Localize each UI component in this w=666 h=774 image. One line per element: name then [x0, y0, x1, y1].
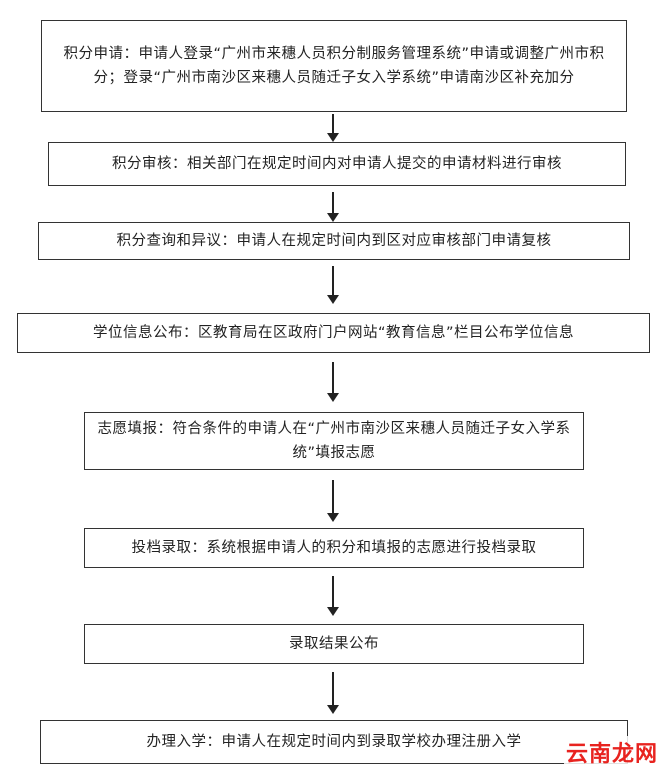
- flow-arrow-1: [327, 114, 339, 142]
- step-box-admission: 投档录取：系统根据申请人的积分和填报的志愿进行投档录取: [84, 528, 584, 568]
- step-text-query: 积分查询和异议：申请人在规定时间内到区对应审核部门申请复核: [116, 233, 552, 249]
- flow-arrow-3: [327, 266, 339, 304]
- step-box-publish: 学位信息公布：区教育局在区政府门户网站“教育信息”栏目公布学位信息: [17, 313, 650, 353]
- step-text-preference: 志愿填报：符合条件的申请人在“广州市南沙区来穗人员随迁子女入学系统”填报志愿: [97, 421, 571, 461]
- step-text-review: 积分审核：相关部门在规定时间内对申请人提交的申请材料进行审核: [112, 156, 562, 172]
- step-box-result: 录取结果公布: [84, 624, 584, 664]
- step-text-admission: 投档录取：系统根据申请人的积分和填报的志愿进行投档录取: [131, 540, 537, 556]
- flow-arrow-6: [327, 576, 339, 616]
- flow-arrow-7: [327, 672, 339, 714]
- step-box-review: 积分审核：相关部门在规定时间内对申请人提交的申请材料进行审核: [48, 142, 626, 186]
- step-box-preference: 志愿填报：符合条件的申请人在“广州市南沙区来穗人员随迁子女入学系统”填报志愿: [84, 412, 584, 470]
- step-text-apply: 积分申请：申请人登录“广州市来穗人员积分制服务管理系统”申请或调整广州市积分；登…: [63, 46, 605, 86]
- flow-arrow-2: [327, 192, 339, 222]
- step-text-result: 录取结果公布: [289, 636, 379, 652]
- watermark-logo: 云南龙网: [563, 736, 660, 768]
- step-text-publish: 学位信息公布：区教育局在区政府门户网站“教育信息”栏目公布学位信息: [92, 325, 575, 341]
- step-text-enroll: 办理入学：申请人在规定时间内到录取学校办理注册入学: [146, 734, 522, 750]
- step-box-enroll: 办理入学：申请人在规定时间内到录取学校办理注册入学: [40, 720, 628, 764]
- flow-arrow-4: [327, 362, 339, 402]
- step-box-apply: 积分申请：申请人登录“广州市来穗人员积分制服务管理系统”申请或调整广州市积分；登…: [41, 20, 627, 112]
- flow-arrow-5: [327, 480, 339, 522]
- step-box-query: 积分查询和异议：申请人在规定时间内到区对应审核部门申请复核: [38, 222, 630, 260]
